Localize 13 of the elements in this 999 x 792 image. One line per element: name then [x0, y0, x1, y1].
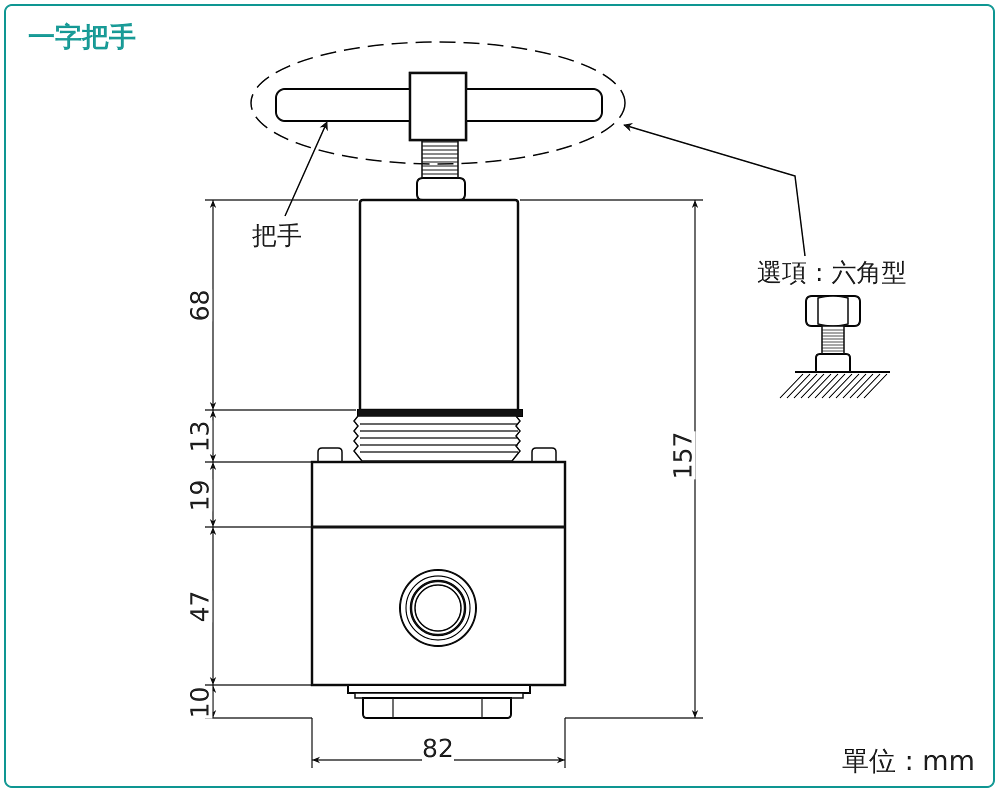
arrow — [284, 121, 328, 216]
dimension-label: 13 — [187, 420, 212, 452]
dimension-label: 68 — [187, 289, 212, 321]
dimension-label: 47 — [187, 590, 212, 622]
dimension-label: 82 — [422, 736, 454, 760]
dimension-label: 10 — [187, 686, 212, 718]
callout-text: 把手 — [252, 220, 314, 252]
arrow — [623, 123, 806, 256]
title: 一字把手 — [28, 24, 136, 51]
dimension-label: 19 — [187, 479, 212, 511]
dimension-label: 157 — [670, 431, 696, 479]
callout-text: 選項 : 六角型 — [757, 256, 933, 290]
unit-note: 單位 : mm — [842, 748, 975, 774]
